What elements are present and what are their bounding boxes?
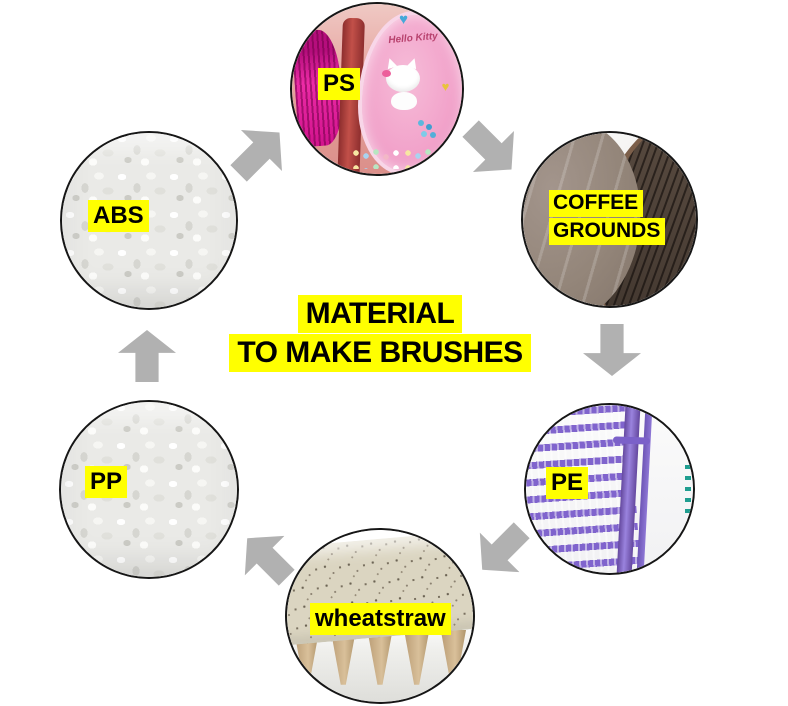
kitty-head — [385, 65, 420, 93]
kitty-body — [390, 92, 417, 111]
node-wheatstraw-label: wheatstraw — [310, 603, 451, 635]
node-pp-label: PP — [85, 466, 128, 498]
node-abs-label: ABS — [88, 200, 149, 232]
heart-icon: ♥ — [441, 78, 450, 94]
node-abs — [60, 131, 238, 310]
heart-icon: ♥ — [399, 10, 408, 28]
arrow-ps-to-coffee-grounds — [450, 108, 532, 190]
brush-tooth — [403, 629, 430, 685]
coffee-label-line-2: GROUNDS — [549, 218, 666, 246]
kitty-bow — [382, 70, 392, 78]
coffee-label-line-1: COFFEE — [549, 190, 644, 218]
node-ps-label: PS — [318, 68, 361, 100]
pastel-beads — [349, 146, 449, 169]
blue-beads — [417, 119, 424, 126]
node-ps: ♥ Hello Kitty ♥ — [290, 2, 464, 176]
node-pe-label: PE — [546, 467, 589, 499]
purple-crossbar — [612, 436, 650, 445]
brush-tooth — [440, 629, 467, 685]
teal-bristle-tips — [684, 465, 692, 520]
node-coffee-grounds-label: COFFEE GROUNDS — [549, 190, 666, 246]
title-line-1: MATERIAL — [297, 295, 463, 333]
diagram-title: MATERIAL TO MAKE BRUSHES — [160, 295, 600, 373]
title-line-2: TO MAKE BRUSHES — [229, 334, 531, 372]
hello-kitty-hairbrush-photo: ♥ Hello Kitty ♥ — [292, 4, 462, 174]
